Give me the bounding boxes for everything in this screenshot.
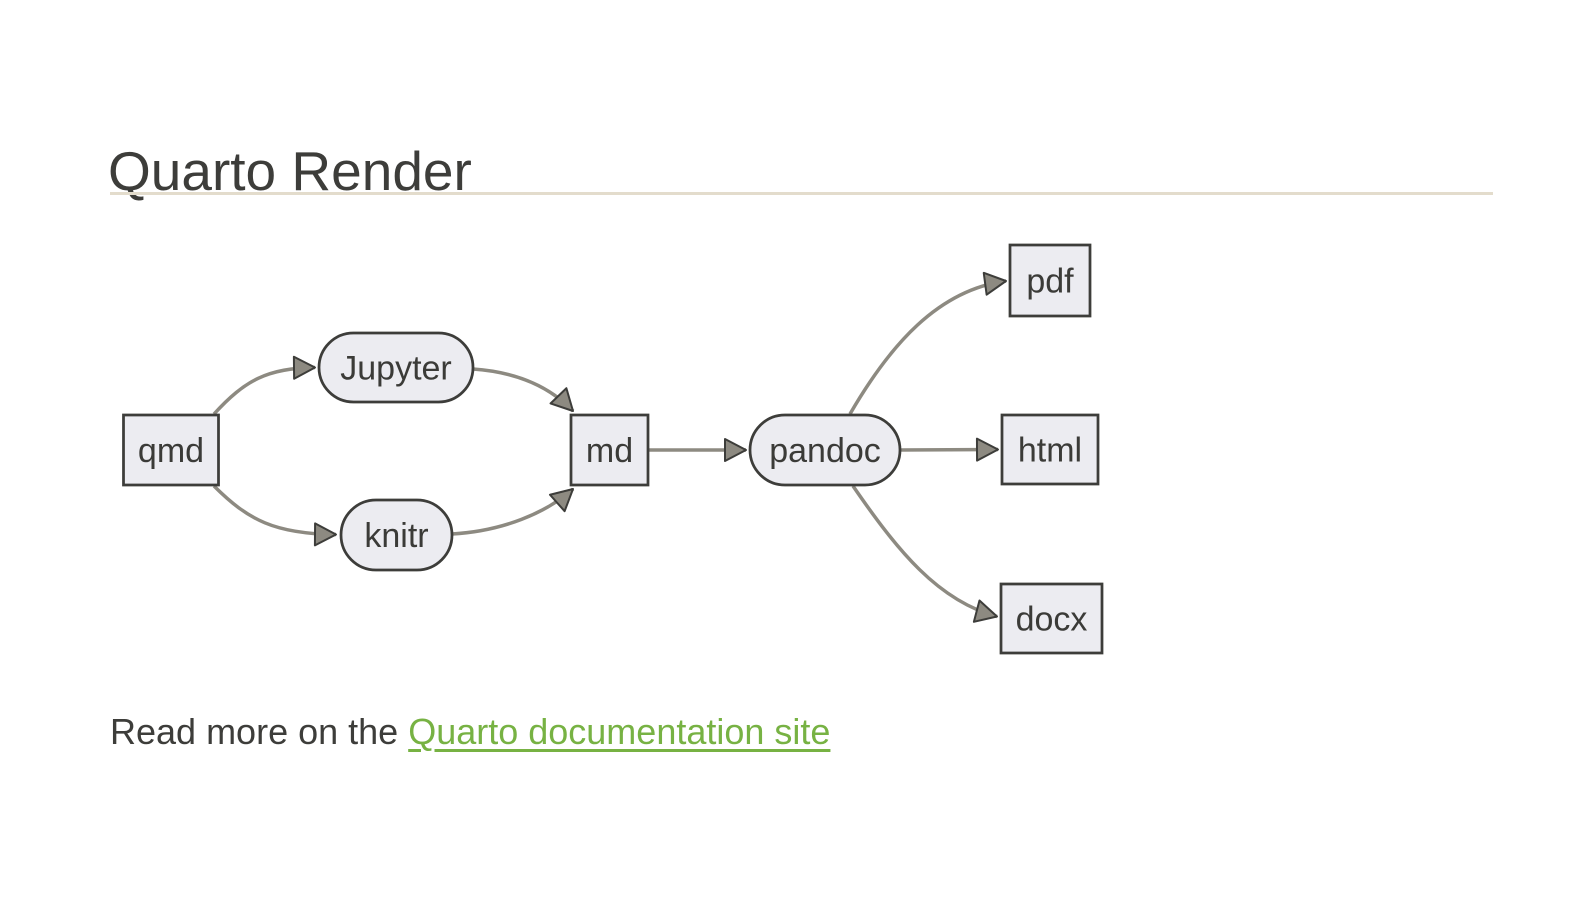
node-docx-label: docx	[1016, 600, 1088, 638]
node-html: html	[1000, 413, 1100, 486]
page-title: Quarto Render	[108, 139, 472, 202]
node-docx: docx	[999, 582, 1104, 655]
edge-pandoc-html	[899, 437, 999, 462]
node-qmd: qmd	[122, 413, 220, 487]
node-html-shape	[1000, 413, 1100, 486]
node-md: md	[569, 413, 650, 487]
edge-pandoc-docx	[851, 485, 998, 623]
node-jupyter-label: Jupyter	[340, 349, 452, 387]
diagram-edges	[212, 271, 1007, 623]
node-pandoc: pandoc	[748, 413, 902, 487]
node-knitr-shape	[339, 498, 454, 572]
quarto-documentation-link[interactable]: Quarto documentation site	[408, 711, 831, 752]
node-pdf-shape	[1008, 243, 1092, 318]
title-divider	[110, 192, 1493, 195]
node-jupyter-shape	[317, 331, 475, 404]
node-pdf: pdf	[1008, 243, 1092, 318]
node-html-label: html	[1018, 431, 1082, 469]
node-pandoc-label: pandoc	[769, 432, 881, 470]
edge-pandoc-pdf	[848, 271, 1007, 415]
node-knitr-label: knitr	[364, 517, 428, 555]
edge-qmd-jupyter	[212, 355, 316, 416]
node-jupyter: Jupyter	[317, 331, 475, 404]
node-md-label: md	[586, 432, 633, 470]
edge-knitr-md	[451, 487, 575, 536]
node-qmd-label: qmd	[138, 432, 204, 470]
diagram-nodes: qmd Jupyter knitr md pandoc pdf html	[122, 243, 1104, 655]
node-pandoc-shape	[748, 413, 902, 487]
footer-text: Read more on the	[110, 711, 409, 752]
node-qmd-shape	[122, 413, 220, 487]
edge-jupyter-md	[472, 367, 575, 413]
node-md-shape	[569, 413, 650, 487]
node-knitr: knitr	[339, 498, 454, 572]
edge-qmd-knitr	[212, 484, 337, 547]
footer-line: Read more on the Quarto documentation si…	[110, 709, 830, 754]
node-pdf-label: pdf	[1026, 262, 1074, 300]
node-docx-shape	[999, 582, 1104, 655]
